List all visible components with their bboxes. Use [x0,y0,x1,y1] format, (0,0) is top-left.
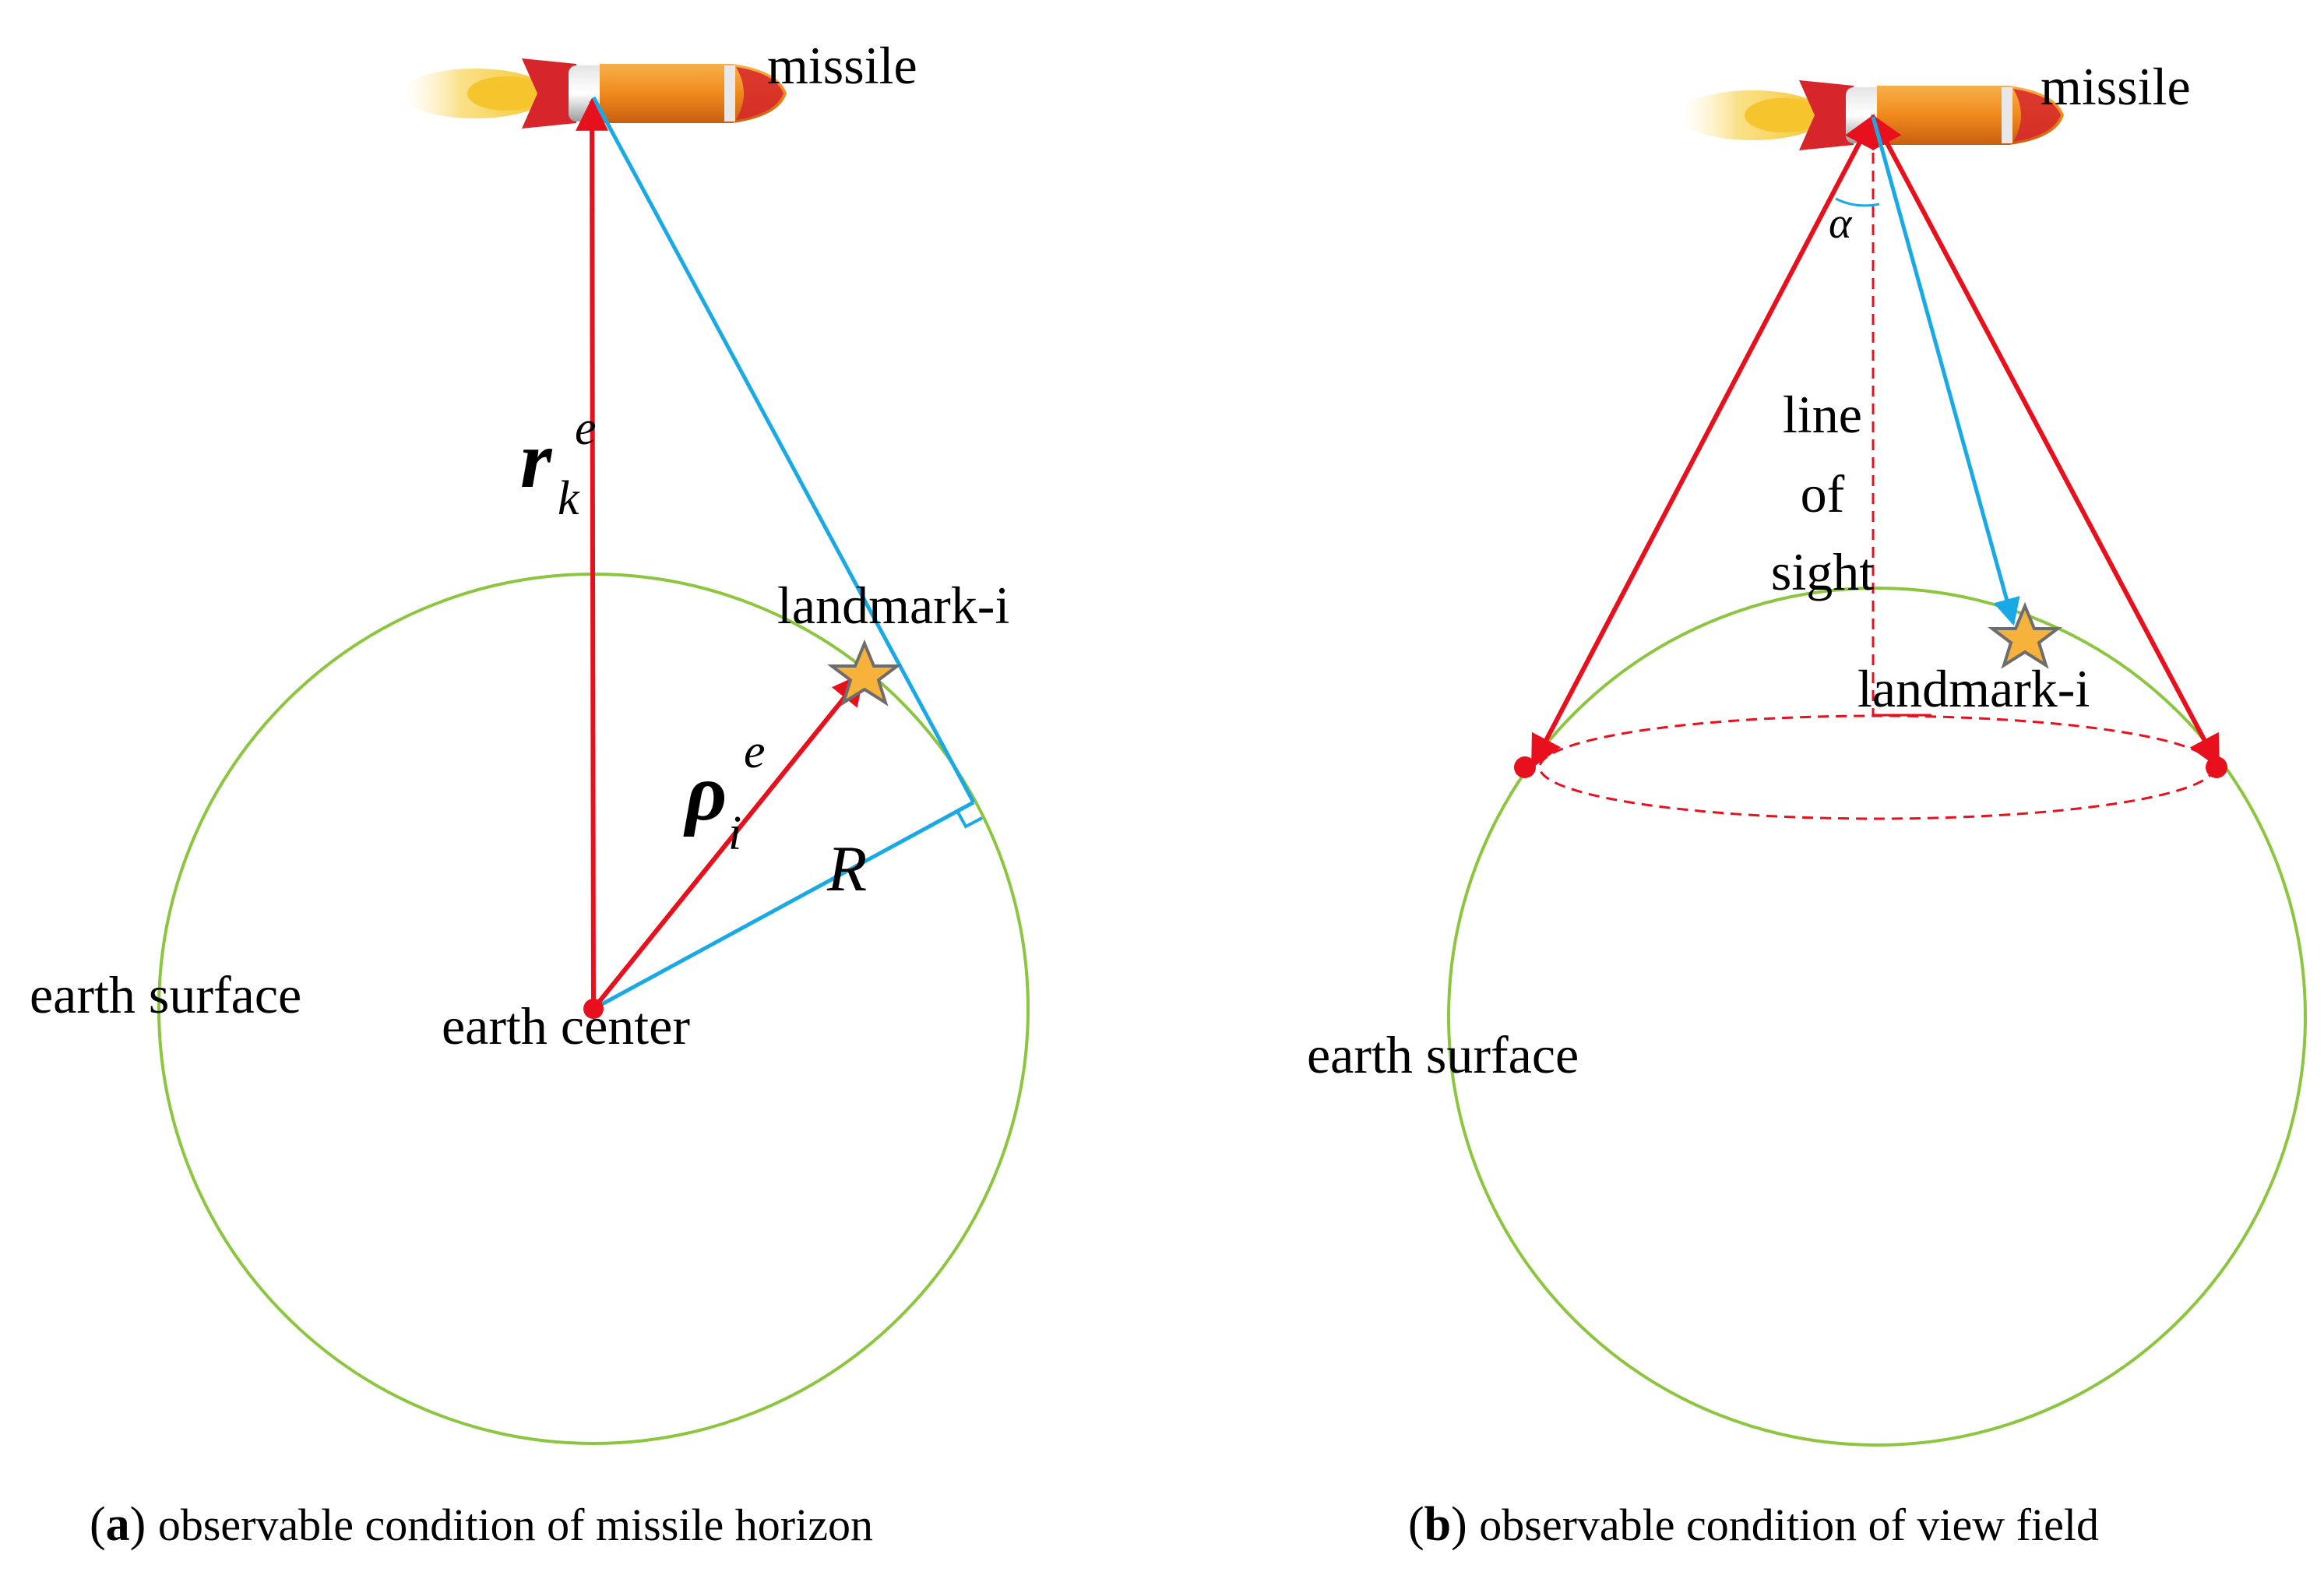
caption-b: (b) observable condition of view field [1408,1498,2099,1551]
rho-sub-label: i [728,807,741,860]
landmark-star-icon-a [827,639,902,707]
los-label-line2: of [1801,464,1845,523]
right-angle-mark-a [956,810,983,829]
missile-label-b: missile [2041,57,2191,116]
vector-rho-a [591,671,865,1010]
radius-line-a [592,800,975,1011]
alpha-label: α [1829,199,1853,248]
earth-surface-label-b: earth surface [1307,1025,1579,1084]
earth-center-dot-a [583,999,604,1019]
landmark-label-a: landmark-i [777,576,1009,635]
los-label-line1: line [1783,385,1862,444]
r-symbol-label: r [520,415,553,505]
vector-r-a [576,97,609,1010]
panel-b: missile α line of sight landmark-i earth… [1307,57,2307,1551]
r-sub-label: k [558,472,580,525]
cone-edge-right [1871,114,2220,769]
earth-center-label-a: earth center [442,996,690,1056]
landmark-star-icon-b [1988,601,2062,669]
cone-edge-left [1530,114,1875,769]
missile-label-a: missile [767,36,917,95]
r-sup-label: e [575,402,597,455]
caption-a: (a) observable condition of missile hori… [90,1498,873,1551]
tangent-line-a [591,96,976,804]
view-field-ellipse [1538,714,2216,820]
radius-label-a: R [826,833,867,905]
alpha-arc [1835,197,1880,207]
earth-surface-label-a: earth surface [30,965,301,1024]
boundary-dot-left [1514,756,1536,778]
vector-to-landmark-b [1871,116,2020,626]
boundary-dot-right [2206,756,2227,778]
los-label-line3: sight [1771,542,1874,601]
missile-icon-a [401,58,787,129]
panel-a: missile r e k landmark-i ρ e i R earth s… [30,36,1030,1551]
landmark-label-b: landmark-i [1857,659,2090,718]
missile-icon-b [1678,80,2064,150]
rho-symbol-label: ρ [683,748,727,837]
rho-sup-label: e [744,725,766,778]
